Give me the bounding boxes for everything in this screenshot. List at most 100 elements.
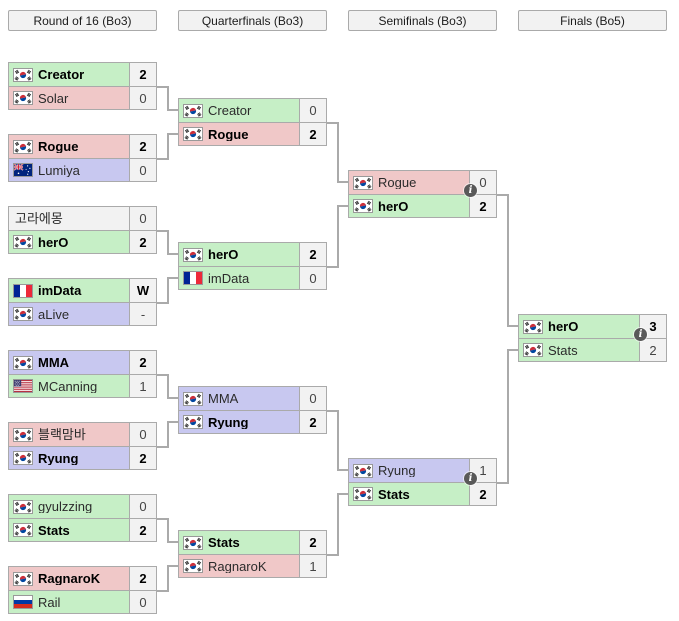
- score-cell: 0: [299, 99, 326, 122]
- flag-kr-icon: [353, 175, 373, 190]
- flag-kr-icon: [13, 451, 33, 465]
- player-name[interactable]: gyulzzing: [38, 500, 93, 513]
- player-name[interactable]: Creator: [208, 104, 252, 117]
- flag-fr-icon: [13, 283, 33, 298]
- player-name[interactable]: Stats: [378, 487, 410, 501]
- score-cell: 2: [129, 231, 156, 253]
- player-name[interactable]: Stats: [548, 343, 578, 357]
- player-name[interactable]: Rogue: [38, 140, 79, 153]
- score-cell: 2: [129, 567, 156, 590]
- bracket-connector-line: [507, 325, 518, 327]
- player-name[interactable]: herO: [378, 199, 409, 213]
- bracket-connector-line: [167, 253, 178, 255]
- bracket-connector-line: [337, 181, 348, 183]
- match-info-icon[interactable]: i: [464, 184, 477, 197]
- player-name[interactable]: RagnaroK: [208, 559, 267, 573]
- bracket-connector-line: [167, 86, 169, 111]
- player-name[interactable]: MMA: [208, 392, 239, 405]
- player-name[interactable]: 고라에몽: [15, 212, 63, 225]
- flag-ru-icon: [13, 595, 33, 609]
- player-name[interactable]: herO: [208, 248, 239, 261]
- player-name[interactable]: Ryung: [208, 415, 249, 429]
- player-name[interactable]: Stats: [38, 523, 70, 537]
- player-name[interactable]: Ryung: [378, 464, 416, 477]
- score-cell: 2: [639, 339, 666, 361]
- player-name[interactable]: MCanning: [38, 379, 98, 393]
- player-name[interactable]: MMA: [38, 356, 70, 369]
- flag-fr-icon: [183, 271, 203, 285]
- player-name[interactable]: Rogue: [208, 127, 249, 141]
- flag-kr-icon: [183, 127, 203, 141]
- flag-kr-icon: [13, 139, 33, 154]
- player-name[interactable]: 블랙맘바: [38, 428, 86, 441]
- score-cell: 2: [299, 531, 326, 554]
- score-cell: 2: [129, 519, 156, 541]
- flag-kr-icon: [13, 499, 33, 514]
- bracket-connector-line: [507, 194, 509, 327]
- player-name[interactable]: Solar: [38, 91, 69, 105]
- player-name[interactable]: Ryung: [38, 451, 79, 465]
- score-cell: 2: [299, 243, 326, 266]
- bracket-connector-line: [337, 469, 348, 471]
- bracket-connector-line: [337, 493, 339, 556]
- bracket-connector-line: [167, 565, 178, 567]
- flag-kr-icon: [13, 427, 33, 442]
- bracket-connector-line: [167, 518, 169, 543]
- round-header-round-of-16: Round of 16 (Bo3): [8, 10, 157, 31]
- player-name[interactable]: Rail: [38, 595, 61, 609]
- player-name[interactable]: imData: [38, 284, 82, 297]
- player-name[interactable]: aLive: [38, 307, 70, 321]
- score-cell: 1: [129, 375, 156, 397]
- player-name[interactable]: Lumiya: [38, 163, 80, 177]
- player-name[interactable]: imData: [208, 271, 250, 285]
- score-cell: 0: [129, 87, 156, 109]
- flag-kr-icon: [353, 463, 373, 478]
- bracket-connector-line: [167, 541, 178, 543]
- bracket-connector-line: [337, 205, 339, 268]
- bracket-connector-line: [337, 493, 348, 495]
- bracket-connector-line: [157, 446, 169, 448]
- match-info-icon[interactable]: i: [634, 328, 647, 341]
- player-name[interactable]: RagnaroK: [38, 572, 101, 585]
- bracket-connector-line: [167, 277, 169, 304]
- player-name[interactable]: Rogue: [378, 176, 417, 189]
- bracket-connector-line: [157, 230, 169, 232]
- score-cell: 2: [299, 123, 326, 145]
- match: Creator 0 Rogue 2: [178, 98, 327, 146]
- flag-kr-icon: [13, 571, 33, 586]
- match-info-icon[interactable]: i: [464, 472, 477, 485]
- flag-kr-icon: [13, 67, 33, 82]
- flag-kr-icon: [183, 535, 203, 550]
- flag-kr-icon: [13, 307, 33, 321]
- bracket-connector-line: [167, 109, 178, 111]
- score-cell: -: [129, 303, 156, 325]
- bracket-connector-line: [327, 122, 339, 124]
- bracket-connector-line: [167, 230, 169, 255]
- bracket-connector-line: [167, 421, 169, 448]
- bracket-connector-line: [337, 122, 339, 183]
- score-cell: 2: [129, 135, 156, 158]
- player-name[interactable]: herO: [548, 320, 579, 333]
- flag-kr-icon: [523, 319, 543, 334]
- player-name[interactable]: Creator: [38, 68, 85, 81]
- player-name[interactable]: Stats: [208, 536, 240, 549]
- score-cell: 0: [129, 591, 156, 613]
- bracket-connector-line: [167, 421, 178, 423]
- player-row: MCanning 1: [9, 374, 156, 397]
- flag-kr-icon: [13, 235, 33, 249]
- player-name[interactable]: herO: [38, 235, 69, 249]
